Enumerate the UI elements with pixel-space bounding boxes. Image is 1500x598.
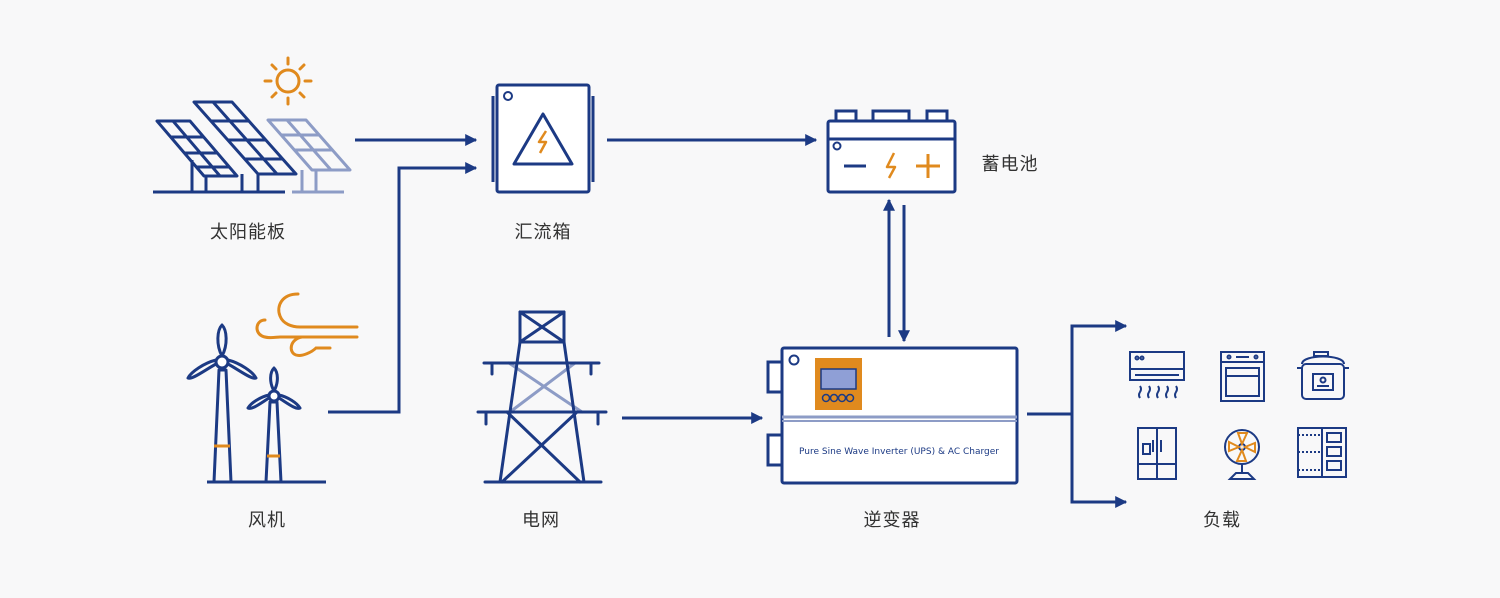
fan-icon <box>1224 429 1260 480</box>
label-battery: 蓄电池 <box>981 154 1039 175</box>
oven-icon <box>1220 351 1265 402</box>
arrow-wind-to-combiner <box>328 162 478 414</box>
solar-panel-icon <box>153 100 352 194</box>
label-solar-panel: 太阳能板 <box>210 222 286 243</box>
wind-turbine-icon <box>186 323 326 484</box>
sun-icon <box>263 56 313 106</box>
power-tower-icon <box>476 310 608 484</box>
label-wind-turbine: 风机 <box>248 510 286 531</box>
inverter-model-text: Pure Sine Wave Inverter (UPS) & AC Charg… <box>799 447 999 457</box>
arrow-inverter-to-load-bottom <box>1070 414 1128 508</box>
rice-cooker-icon <box>1297 351 1349 400</box>
battery-icon <box>826 109 957 194</box>
inverter-icon <box>766 346 1019 485</box>
inverter-screen <box>820 368 857 390</box>
label-inverter: 逆变器 <box>863 510 921 531</box>
label-grid: 电网 <box>522 510 560 531</box>
label-load: 负载 <box>1203 510 1241 531</box>
combiner-box-icon <box>491 83 595 194</box>
cabinet-icon <box>1297 427 1347 478</box>
air-conditioner-icon <box>1129 351 1185 399</box>
refrigerator-icon <box>1137 427 1177 480</box>
arrow-inverter-to-load-top <box>1027 320 1128 416</box>
flow-arrows <box>328 134 1128 508</box>
label-combiner-box: 汇流箱 <box>514 222 572 243</box>
wind-gust-icon <box>255 292 359 357</box>
inverter-buttons <box>821 393 855 403</box>
